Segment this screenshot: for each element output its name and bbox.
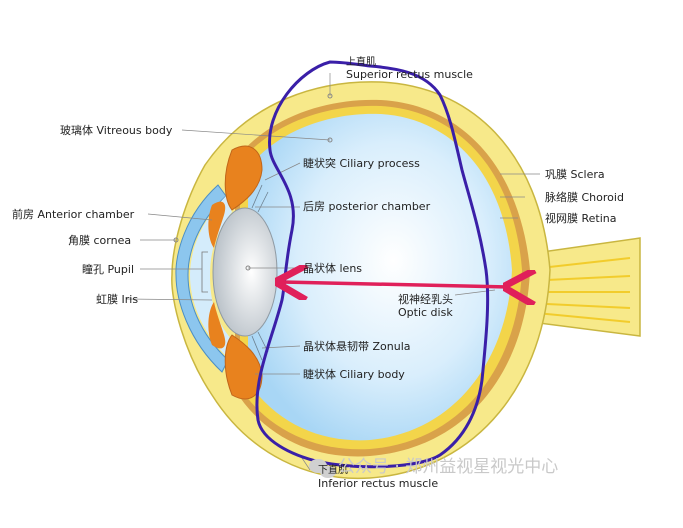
label-iris: 虹膜 Iris	[96, 293, 139, 306]
label-superior-rectus-cn: 上直肌	[346, 57, 376, 68]
label-inferior-rectus-en: Inferior rectus muscle	[318, 477, 439, 490]
label-posterior-chamber: 后房 posterior chamber	[303, 200, 431, 213]
purple-annotation-outline	[255, 60, 490, 469]
sup-rectus-marker	[327, 93, 333, 99]
label-lens: 晶状体 lens	[303, 262, 363, 275]
lens-marker	[245, 265, 251, 271]
label-optic-disk-en: Optic disk	[398, 306, 453, 319]
vitreous-marker	[327, 137, 333, 143]
cornea-marker	[173, 237, 179, 243]
label-optic-disk-cn: 视神经乳头	[398, 293, 453, 306]
zonula-fibers	[251, 184, 269, 361]
label-ciliary-body: 睫状体 Ciliary body	[303, 368, 405, 381]
watermark-text: 公众号 · 郑州益视星视光中心	[338, 457, 559, 477]
label-choroid: 脉络膜 Choroid	[545, 191, 624, 204]
pupil-bracket	[201, 251, 208, 293]
anterior-chamber	[190, 196, 232, 358]
ciliary-body-upper	[224, 145, 263, 211]
label-zonula: 晶状体悬韧带 Zonula	[303, 340, 411, 353]
label-superior-rectus-en: Superior rectus muscle	[346, 68, 473, 81]
label-sclera: 巩膜 Sclera	[545, 168, 605, 181]
label-anterior-chamber: 前房 Anterior chamber	[12, 208, 135, 221]
label-retina: 视网膜 Retina	[545, 212, 617, 225]
label-pupil: 瞳孔 Pupil	[82, 263, 135, 276]
label-cornea: 角膜 cornea	[68, 234, 132, 247]
label-ciliary-process: 睫状突 Ciliary process	[303, 157, 420, 170]
label-inferior-rectus-cn: 下直肌	[318, 465, 348, 476]
ciliary-body-lower	[224, 334, 263, 400]
label-vitreous: 玻璃体 Vitreous body	[60, 124, 173, 137]
lens	[212, 207, 278, 337]
iris-upper	[208, 201, 226, 248]
cornea	[175, 184, 229, 373]
red-double-arrow	[282, 282, 510, 287]
wechat-logo-icon	[309, 459, 336, 478]
iris-lower	[208, 302, 226, 349]
